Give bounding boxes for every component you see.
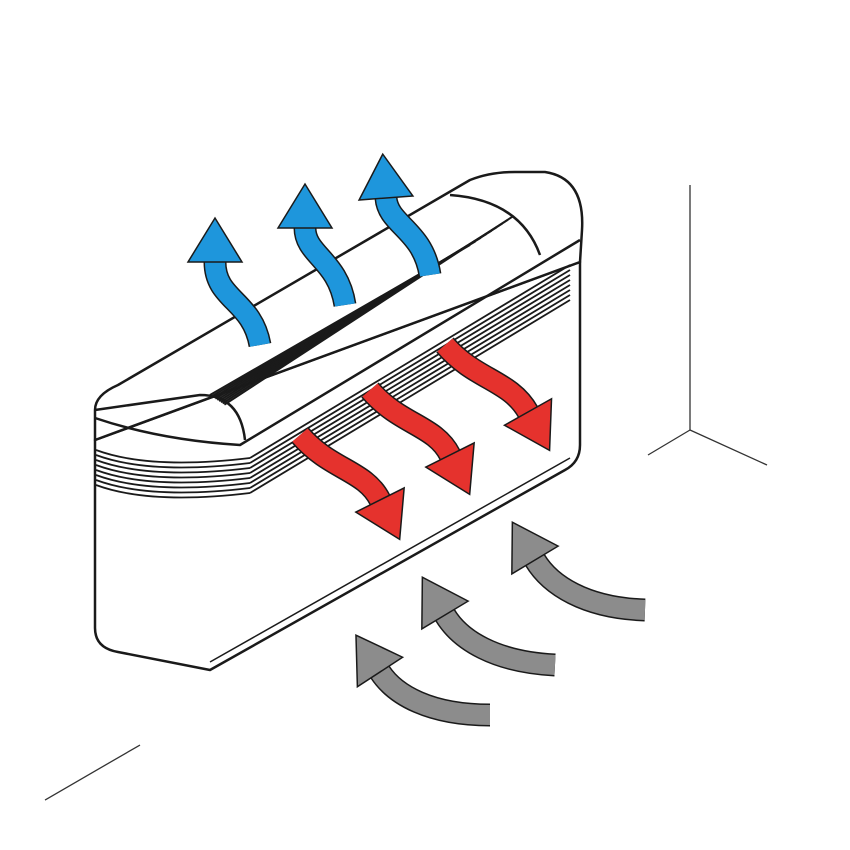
louver-left — [95, 484, 251, 499]
louver-left — [95, 474, 251, 489]
fan-coil-unit — [93, 170, 584, 672]
unit-base-line — [209, 457, 571, 663]
return-air-arrow-shaft — [526, 554, 646, 620]
warm-air-arrow-head — [424, 441, 476, 496]
louver-left — [95, 479, 251, 494]
room-walls — [44, 185, 768, 801]
unit-right-cap-edge — [449, 193, 542, 256]
return-air-arrow-head — [511, 521, 560, 576]
return-air-arrow — [355, 633, 491, 727]
louver-band — [249, 294, 571, 489]
cool-air-arrow-shaft — [295, 226, 355, 308]
warm-air-arrow-shaft — [292, 428, 389, 506]
return-air-arrow — [421, 576, 556, 677]
louver-band — [249, 299, 571, 494]
louver-left — [95, 464, 251, 479]
return-air-arrow-shaft — [436, 609, 556, 675]
cool-air-arrow — [186, 216, 272, 348]
return-air-arrow — [511, 521, 646, 622]
floor-line-left-back — [647, 429, 691, 456]
unit-left-cap-edge — [94, 393, 247, 441]
return-air-arrow-shaft — [371, 666, 491, 725]
louver-band — [249, 264, 571, 459]
cool-air-arrow-head — [186, 216, 244, 263]
return-air-arrow-head — [355, 633, 405, 689]
floor-line-front — [44, 744, 141, 801]
cool-air-arrow-shaft — [376, 196, 440, 278]
warm-air-arrow — [361, 382, 476, 496]
cool-air-arrow-head — [276, 182, 334, 229]
cool-air-arrow — [357, 152, 442, 278]
cool-air-arrow-head — [357, 152, 415, 201]
front-louver-bands — [95, 264, 571, 499]
warm-air-arrow-head — [502, 397, 553, 452]
unit-top-face — [93, 170, 584, 442]
warm-air-arrow-head — [354, 486, 406, 541]
cool-air-arrow-shaft — [205, 261, 270, 348]
louver-left — [95, 449, 251, 464]
louver-left — [95, 469, 251, 484]
return-air-arrow-head — [421, 576, 470, 631]
cool-air-arrow — [276, 182, 357, 308]
warm-air-arrow — [291, 427, 406, 541]
airflow-arrows — [186, 152, 646, 727]
louver-band — [249, 269, 571, 464]
warm-air-arrow — [436, 337, 553, 452]
warm-air-arrow-shaft — [362, 383, 459, 461]
grille-slat — [223, 215, 514, 406]
louver-left — [95, 459, 251, 474]
floor-line-right — [689, 429, 768, 466]
unit-top-front-edge — [94, 238, 581, 447]
louver-left — [95, 454, 251, 469]
warm-air-arrow-shaft — [437, 338, 537, 418]
